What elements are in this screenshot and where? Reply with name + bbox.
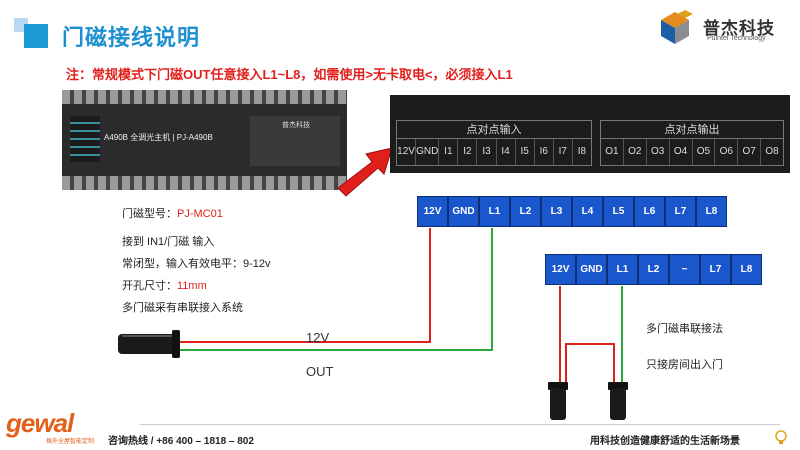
device-model: A490B 全调光主机 | PJ-A490B — [104, 133, 213, 142]
info-line-2: 接到 IN1/门磁 输入 — [122, 236, 215, 248]
wire-label-out: OUT — [306, 364, 334, 379]
door-sensor-2 — [608, 382, 628, 420]
terminal-cell: 12V — [545, 254, 576, 285]
terminal-cell: L6 — [634, 196, 665, 227]
wire-label-12v: 12V — [306, 330, 330, 345]
output-group-title: 点对点输出 — [601, 121, 783, 139]
output-terminal: O3 — [647, 139, 670, 165]
series-label-1: 多门磁串联接法 — [646, 323, 723, 335]
input-group-title: 点对点输入 — [397, 121, 591, 139]
terminal-cell: L4 — [572, 196, 603, 227]
output-terminal: O7 — [738, 139, 762, 165]
footer-divider — [140, 424, 780, 425]
input-terminal: I6 — [535, 139, 554, 165]
output-terminal: O5 — [693, 139, 716, 165]
terminal-cell: ~ — [669, 254, 700, 285]
model-line: 门磁型号：PJ-MC01 — [122, 205, 223, 221]
input-terminal: I8 — [577, 146, 587, 157]
hole-label: 开孔尺寸： — [122, 280, 177, 292]
output-terminal: O6 — [715, 139, 739, 165]
terminal-cell: L2 — [510, 196, 541, 227]
footer-logo-sub: 格外全屋智能定制 — [46, 439, 95, 445]
terminal-cell: 12V — [417, 196, 448, 227]
terminal-cell: L1 — [607, 254, 638, 285]
indicator-leds — [70, 116, 100, 162]
door-sensor-main — [118, 330, 180, 358]
model-label: 门磁型号： — [122, 208, 177, 220]
terminal-cell: L5 — [603, 196, 634, 227]
red-arrow-icon — [337, 147, 393, 197]
lightbulb-icon — [775, 430, 787, 444]
terminal-cell: L1 — [479, 196, 510, 227]
terminal-cell: L3 — [541, 196, 572, 227]
hole-value: 11mm — [177, 280, 207, 292]
output-terminal: O2 — [624, 139, 647, 165]
terminal-cell: GND — [576, 254, 607, 285]
terminal-cell: L7 — [700, 254, 731, 285]
output-terminal: O8 — [765, 146, 779, 157]
hole-line: 开孔尺寸：11mm — [122, 277, 207, 293]
controller-device: A490B 全调光主机 | PJ-A490B 普杰科技 — [62, 90, 347, 190]
model-value: PJ-MC01 — [177, 208, 223, 220]
input-terminal: I5 — [516, 139, 535, 165]
input-terminal: I3 — [477, 139, 497, 165]
footer-logo: gewal — [6, 408, 74, 438]
bottom-terminal-row — [62, 176, 347, 190]
input-terminal: I2 — [458, 139, 478, 165]
door-sensor-1 — [548, 382, 568, 420]
brand-subtitle: Puintel Technology — [707, 35, 766, 42]
terminal-cell: L8 — [731, 254, 762, 285]
input-terminal: 12V — [397, 139, 417, 165]
top-terminal-row — [62, 90, 347, 104]
device-panel-logo: 普杰科技 — [282, 122, 310, 129]
hotline: 咨询热线 / +86 400 – 1818 – 802 — [108, 436, 254, 447]
output-terminal: O1 — [601, 139, 624, 165]
terminal-cell: L8 — [696, 196, 727, 227]
brand-name: 普杰科技 — [703, 19, 775, 38]
wiring-note: 注：常规模式下门磁OUT任意接入L1~L8，如需使用>无卡取电<，必须接入L1 — [66, 67, 513, 82]
series-label-2: 只接房间出入门 — [646, 359, 723, 371]
brand-logo: 普杰科技 Puintel Technology — [655, 8, 790, 48]
device-panel — [250, 116, 340, 166]
input-terminal: I7 — [554, 139, 573, 165]
output-terminal: O4 — [670, 139, 693, 165]
title-decoration-square — [24, 24, 48, 48]
cube-logo-icon — [661, 10, 693, 44]
terminal-cell: L2 — [638, 254, 669, 285]
page-title: 门磁接线说明 — [62, 25, 201, 50]
info-line-3: 常闭型，输入有效电平：9-12v — [122, 258, 271, 270]
input-terminal: I4 — [497, 139, 516, 165]
info-line-5: 多门磁采有串联接入系统 — [122, 302, 243, 314]
terminal-cell: GND — [448, 196, 479, 227]
slogan: 用科技创造健康舒适的生活新场景 — [590, 436, 740, 447]
terminal-cell: L7 — [665, 196, 696, 227]
input-terminal: I1 — [439, 139, 459, 165]
input-terminal: GND — [416, 139, 440, 165]
